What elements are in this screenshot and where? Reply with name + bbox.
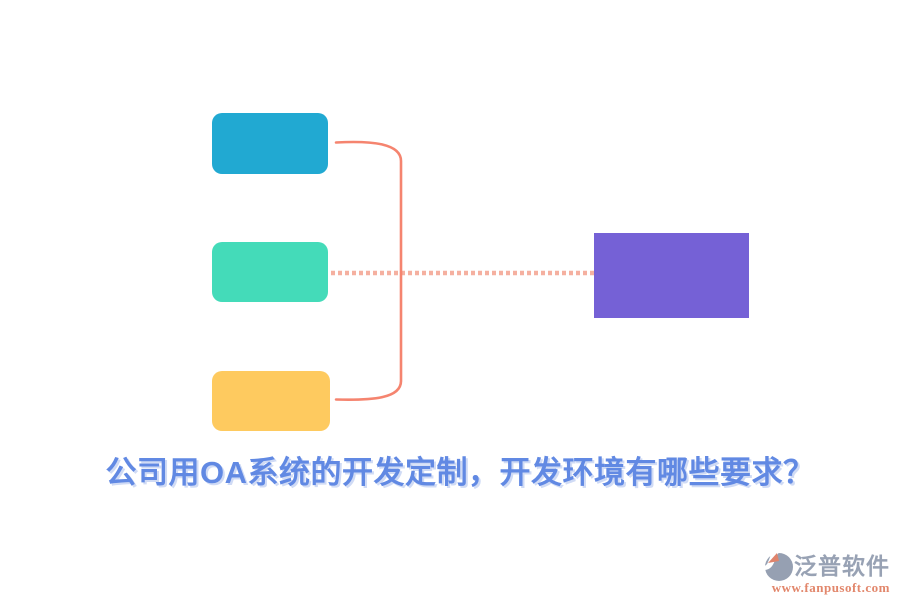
bracket-connector [334, 140, 403, 401]
diagram-title: 公司用OA系统的开发定制，开发环境有哪些要求？ [105, 455, 815, 490]
node-right [594, 233, 749, 318]
node-top [212, 113, 328, 174]
brand-footer: 泛普软件 www.fanpusoft.com [765, 551, 890, 596]
brand-url: www.fanpusoft.com [771, 580, 890, 595]
node-bottom [212, 371, 330, 431]
logo-wedge [768, 553, 779, 563]
fanpu-logo-icon [765, 551, 793, 581]
node-middle [212, 242, 328, 302]
brand-name: 泛普软件 [794, 552, 890, 579]
brand-row: 泛普软件 [765, 551, 890, 582]
